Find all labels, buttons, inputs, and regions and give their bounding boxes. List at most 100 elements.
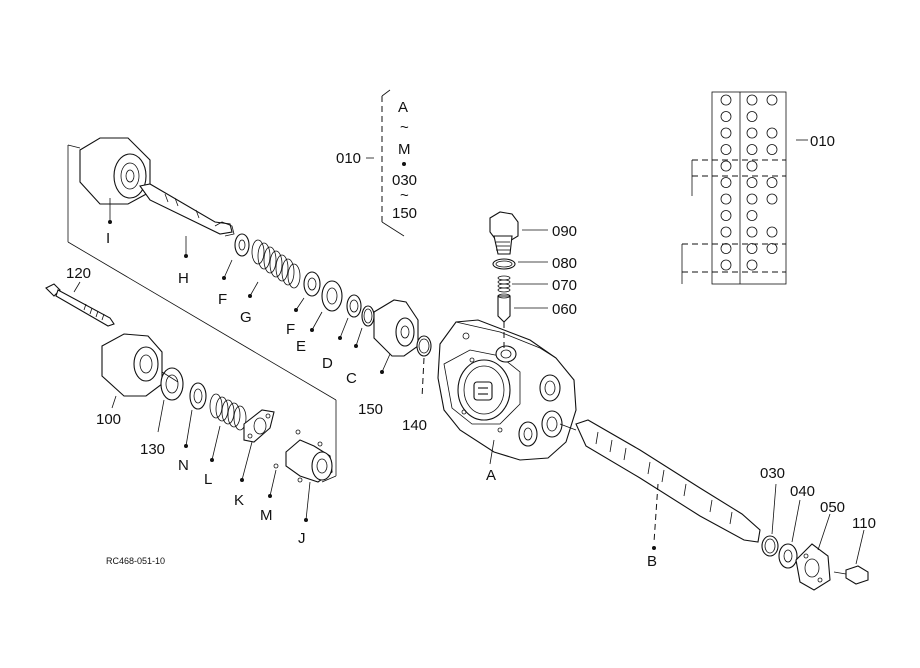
label-f2: F	[286, 321, 295, 338]
inset-hole	[746, 144, 758, 155]
inset-hole	[766, 193, 778, 205]
oring-080	[492, 258, 516, 270]
inset-hole	[720, 127, 732, 139]
lower-assembly-frame	[321, 400, 337, 483]
oring-c	[361, 305, 375, 327]
oring-030	[761, 535, 779, 557]
inset-hole	[746, 111, 758, 122]
label-inset: 010	[810, 133, 835, 150]
upper-assembly-frame	[67, 144, 337, 401]
seat-130	[160, 367, 184, 401]
washer-f2	[303, 271, 321, 297]
label-g: G	[240, 309, 252, 326]
ring-d	[346, 294, 362, 318]
label-tilde-2: ~	[400, 187, 409, 204]
washer-040	[778, 543, 798, 569]
inset-hole	[720, 177, 732, 188]
cap-lower-100	[101, 333, 163, 397]
plug-090	[489, 211, 519, 255]
inset-hole	[720, 193, 732, 205]
spring-g	[251, 239, 301, 289]
inset-hole	[766, 226, 778, 238]
label-p090: 090	[552, 223, 577, 240]
label-f1: F	[218, 291, 227, 308]
inset-hole	[720, 243, 732, 254]
plate-k	[243, 409, 275, 443]
inset-hole	[746, 243, 758, 254]
label-p080: 080	[552, 255, 577, 272]
label-p070: 070	[552, 277, 577, 294]
label-j: J	[298, 530, 306, 547]
label-m: M	[260, 507, 273, 524]
inset-hole	[720, 111, 732, 122]
cap-upper	[79, 137, 151, 205]
bolt-110	[833, 565, 869, 585]
label-range-end: 150	[392, 205, 417, 222]
spring-070	[497, 275, 511, 293]
label-p120: 120	[66, 265, 91, 282]
label-d: D	[322, 355, 333, 372]
label-a: A	[486, 467, 496, 484]
inset-hole	[766, 243, 778, 254]
washer-f1	[234, 233, 250, 257]
label-p110: 110	[852, 515, 876, 532]
label-range-top: A	[398, 99, 408, 116]
inset-hole	[746, 160, 758, 172]
inset-hole	[720, 210, 732, 221]
inset-hole	[766, 127, 778, 139]
washer-n	[189, 382, 207, 410]
poppet-060	[497, 293, 511, 323]
label-c: C	[346, 370, 357, 387]
label-p060: 060	[552, 301, 577, 318]
label-tilde-1: ~	[400, 119, 409, 136]
inset-hole	[720, 259, 732, 271]
spool-end-j	[273, 429, 333, 483]
label-l: L	[204, 471, 212, 488]
bolt-120	[45, 283, 115, 327]
label-p030: 030	[760, 465, 785, 482]
label-p040: 040	[790, 483, 815, 500]
inset-hole	[720, 226, 732, 238]
label-k: K	[234, 492, 244, 509]
label-p050: 050	[820, 499, 845, 516]
seal-holder-150	[373, 299, 419, 357]
spool-b	[559, 419, 761, 543]
inset-hole	[720, 160, 732, 172]
inset-hole	[746, 94, 758, 106]
spool-rod-upper	[139, 183, 235, 237]
label-p140: 140	[402, 417, 427, 434]
label-p130: 130	[140, 441, 165, 458]
label-range-sub: 030	[392, 172, 417, 189]
spring-l	[209, 393, 247, 431]
inset-hole	[766, 94, 778, 106]
label-b: B	[647, 553, 657, 570]
label-range-mid: M	[398, 141, 411, 158]
inset-assembly	[681, 91, 808, 285]
inset-hole	[746, 193, 758, 205]
plate-050	[795, 543, 831, 591]
oring-140	[416, 335, 432, 357]
label-p100: 100	[96, 411, 121, 428]
label-p150: 150	[358, 401, 383, 418]
drawing-reference: RC468-051-10	[106, 556, 165, 566]
inset-hole	[720, 94, 732, 106]
inset-hole	[720, 144, 732, 155]
inset-hole	[746, 226, 758, 238]
valve-body-a	[437, 319, 577, 461]
inset-hole	[766, 144, 778, 155]
seat-e	[321, 280, 343, 312]
label-h: H	[178, 270, 189, 287]
inset-hole	[746, 210, 758, 221]
inset-hole	[746, 127, 758, 139]
inset-holes	[720, 94, 778, 271]
group-bracket	[366, 89, 406, 237]
label-e: E	[296, 338, 306, 355]
inset-hole	[746, 259, 758, 271]
label-i: I	[106, 230, 110, 247]
inset-hole	[746, 177, 758, 188]
inset-hole	[766, 177, 778, 188]
label-group: 010	[336, 150, 361, 167]
label-n: N	[178, 457, 189, 474]
